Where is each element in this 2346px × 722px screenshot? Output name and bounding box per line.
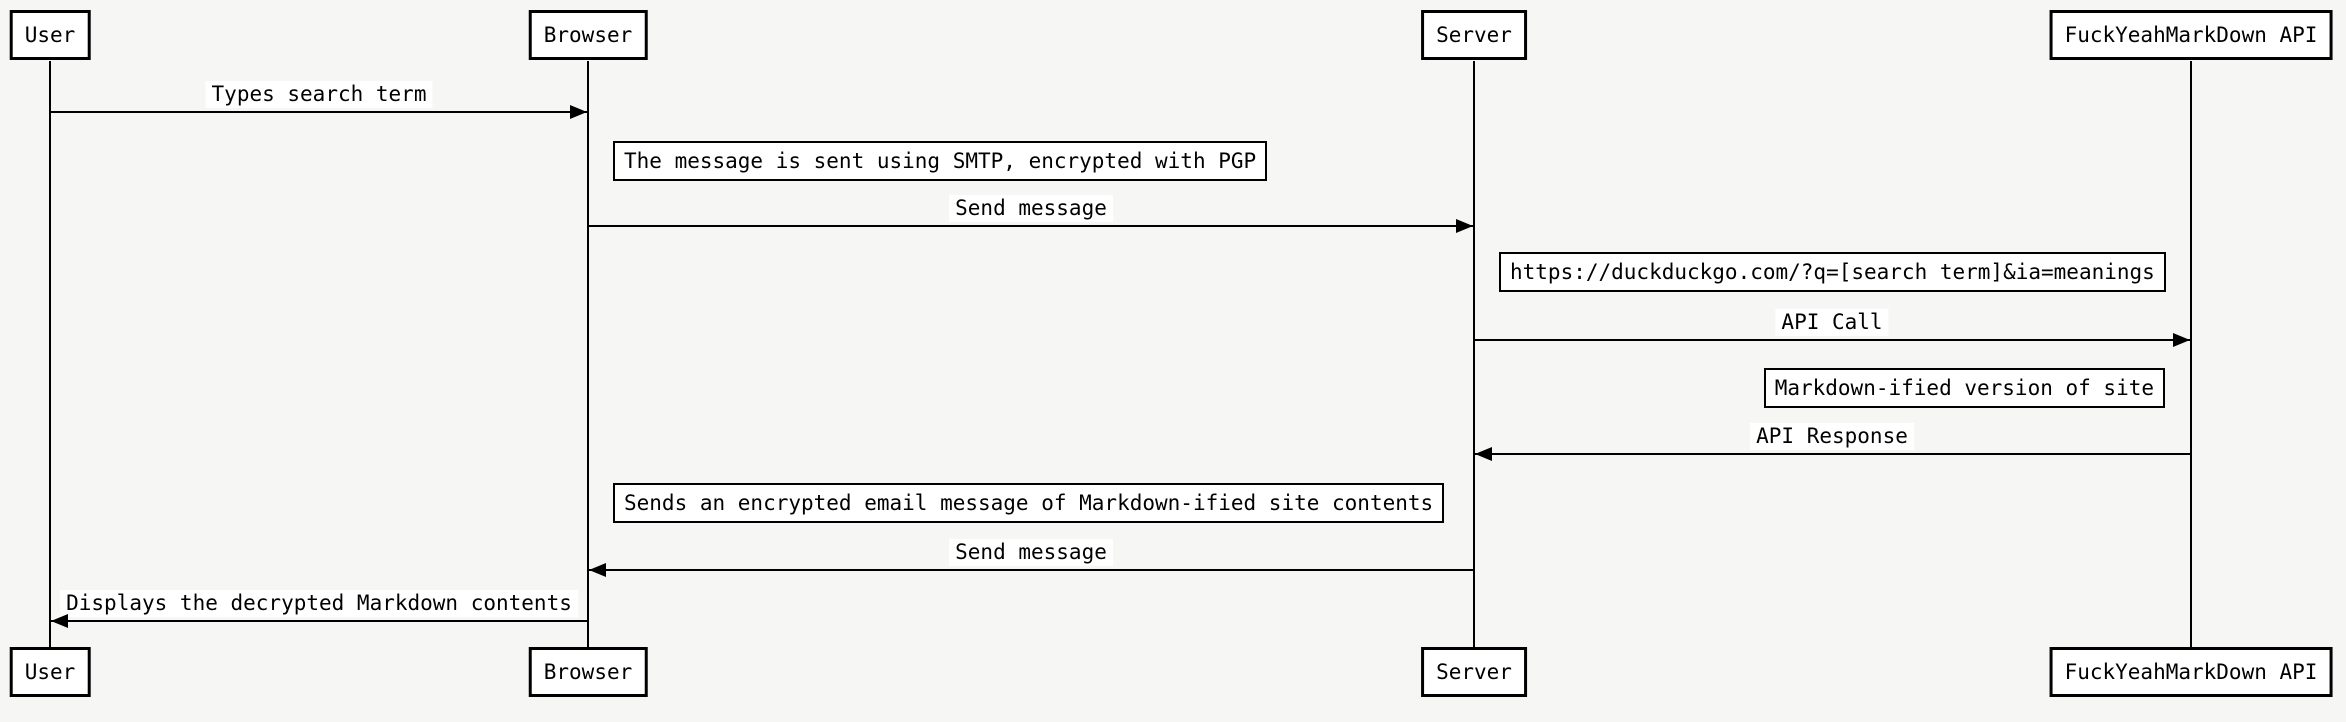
arrowhead-left-icon bbox=[1475, 447, 1492, 461]
actor-api-top: FuckYeahMarkDown API bbox=[2049, 10, 2333, 60]
arrowhead-right-icon bbox=[570, 105, 587, 119]
note-markdownified-site: Markdown-ified version of site bbox=[1763, 368, 2165, 408]
actor-server-top: Server bbox=[1421, 10, 1527, 60]
signal-label: Types search term bbox=[205, 81, 433, 108]
actor-api-bottom: FuckYeahMarkDown API bbox=[2049, 647, 2333, 697]
arrow-line bbox=[1475, 453, 2190, 455]
actor-user-bottom: User bbox=[9, 647, 91, 697]
signal-label: Send message bbox=[949, 195, 1113, 222]
arrowhead-right-icon bbox=[1456, 219, 1473, 233]
arrowhead-left-icon bbox=[589, 563, 606, 577]
actor-user-top: User bbox=[9, 10, 91, 60]
note-duckduckgo-url: https://duckduckgo.com/?q=[search term]&… bbox=[1499, 252, 2166, 292]
signal-label: Displays the decrypted Markdown contents bbox=[60, 590, 578, 617]
arrowhead-right-icon bbox=[2173, 333, 2190, 347]
actor-browser-bottom: Browser bbox=[528, 647, 648, 697]
arrow-line bbox=[51, 620, 587, 622]
actor-server-bottom: Server bbox=[1421, 647, 1527, 697]
note-encrypted-email: Sends an encrypted email message of Mark… bbox=[613, 483, 1445, 523]
lifeline-browser bbox=[587, 61, 589, 647]
signal-label: API Call bbox=[1775, 309, 1889, 336]
arrow-line bbox=[1475, 339, 2190, 341]
lifeline-server bbox=[1473, 61, 1475, 647]
note-smtp-pgp: The message is sent using SMTP, encrypte… bbox=[613, 141, 1268, 181]
signal-label: Send message bbox=[949, 539, 1113, 566]
lifeline-api bbox=[2190, 61, 2192, 647]
actor-browser-top: Browser bbox=[528, 10, 648, 60]
arrowhead-left-icon bbox=[51, 614, 68, 628]
arrow-line bbox=[589, 569, 1473, 571]
arrow-line bbox=[589, 225, 1473, 227]
signal-label: API Response bbox=[1750, 423, 1914, 450]
lifeline-user bbox=[49, 61, 51, 647]
arrow-line bbox=[51, 111, 587, 113]
